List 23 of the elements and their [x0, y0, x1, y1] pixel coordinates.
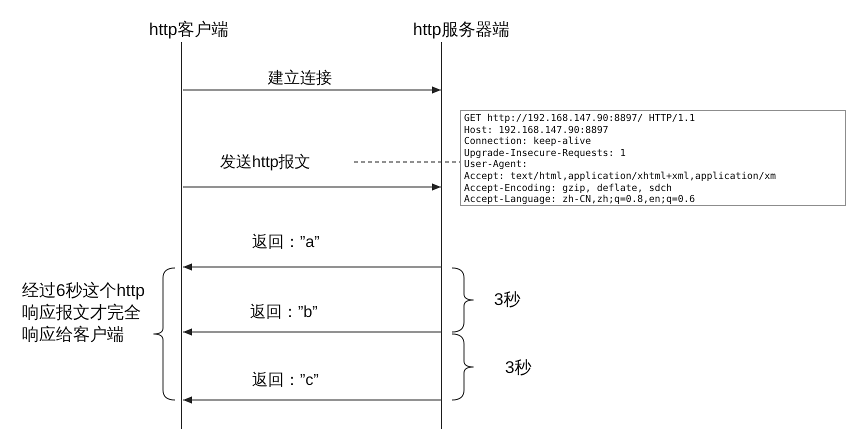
request-header-line: GET http://192.168.147.90:8897/ HTTP/1.1 — [464, 113, 696, 125]
lifeline — [181, 42, 182, 429]
lifeline — [441, 42, 442, 429]
message-label: 发送http报文 — [220, 152, 311, 173]
lifeline-header: http客户端 — [149, 19, 228, 41]
note-text: 经过6秒这个http响应报文才完全响应给客户端 — [22, 280, 146, 346]
message-arrow — [183, 183, 441, 191]
request-header-line: User-Agent: — [464, 159, 529, 171]
leader-line — [354, 161, 460, 163]
request-header-line: Host: 192.168.147.90:8897 — [464, 124, 610, 136]
duration-label: 3秒 — [494, 289, 520, 311]
message-arrow — [183, 86, 441, 94]
message-arrow — [183, 263, 441, 271]
message-arrow — [183, 396, 441, 404]
request-header-line: Upgrade-Insecure-Requests: 1 — [464, 148, 627, 160]
request-header-line: Accept-Language: zh-CN,zh;q=0.8,en;q=0.6 — [464, 194, 696, 206]
message-arrow — [183, 328, 441, 336]
request-header-line: Accept: text/html,application/xhtml+xml,application/xm — [464, 170, 777, 183]
http-request-panel — [460, 110, 846, 206]
request-header-line: Connection: keep-alive — [464, 136, 592, 148]
lifeline-header: http服务器端 — [413, 19, 510, 41]
duration-label: 3秒 — [505, 357, 532, 379]
request-header-line: Accept-Encoding: gzip, deflate, sdch — [464, 182, 673, 194]
